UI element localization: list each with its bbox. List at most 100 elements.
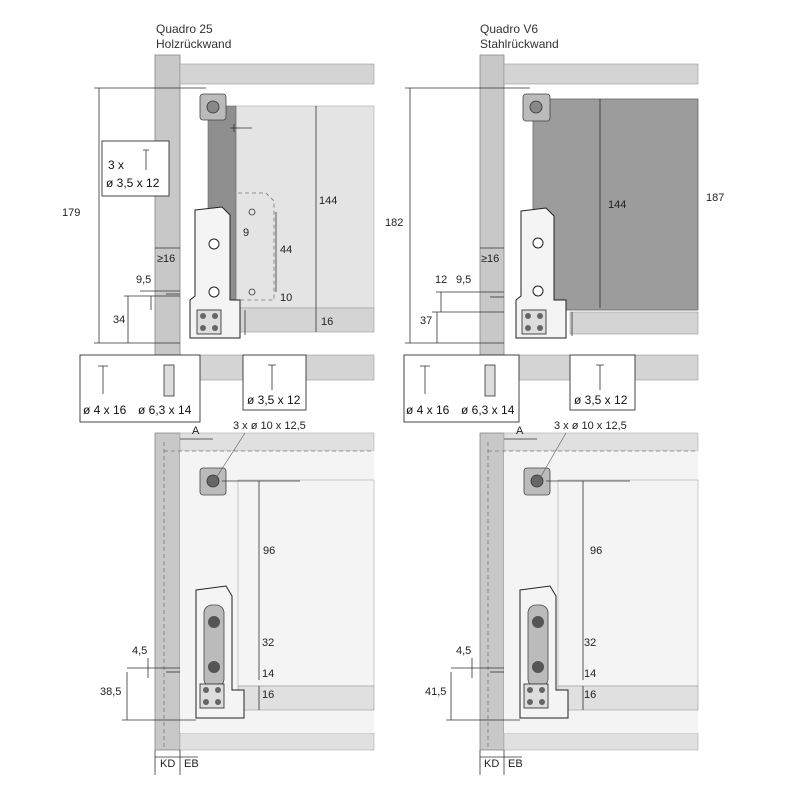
dim-9-5: 9,5 bbox=[456, 274, 471, 286]
dim-16: 16 bbox=[262, 689, 274, 701]
bottom-rail bbox=[179, 732, 375, 751]
dim-41-5-line bbox=[446, 672, 520, 721]
left-top-view: 179 144 9 44 10 16 34 9,5 ≥16 3 x ø 3,5 … bbox=[62, 54, 375, 423]
holes-leader bbox=[215, 432, 246, 479]
screw-4x16-label: ø 4 x 16 bbox=[83, 403, 127, 417]
dim-96: 96 bbox=[590, 545, 602, 557]
dim-kd-eb-line bbox=[154, 750, 198, 775]
screw-4x16-icon bbox=[98, 365, 108, 394]
dim-16: 16 bbox=[584, 689, 596, 701]
screw-box-big bbox=[79, 354, 201, 423]
dim-4-5-line bbox=[451, 658, 504, 678]
runner-hole-lower bbox=[208, 661, 220, 673]
holes-label: 3 x ø 10 x 12,5 bbox=[233, 420, 306, 432]
screw-6-3x14-label: ø 6,3 x 14 bbox=[461, 403, 515, 417]
runner-hole-lower bbox=[532, 285, 544, 297]
steel-back-panel bbox=[532, 98, 699, 311]
dim-ge16: ≥16 bbox=[157, 253, 175, 265]
screw-3-5x12-icon bbox=[596, 364, 604, 390]
screw-box-single bbox=[242, 354, 307, 411]
dim-eb: EB bbox=[508, 758, 523, 770]
holes-label: 3 x ø 10 x 12,5 bbox=[554, 420, 627, 432]
dim-144: 144 bbox=[608, 199, 626, 211]
title-right-model: Quadro V6 bbox=[480, 22, 538, 36]
screw-6-3x14-label: ø 6,3 x 14 bbox=[138, 403, 192, 417]
top-panel bbox=[179, 63, 375, 85]
screw-4x16-label: ø 4 x 16 bbox=[406, 403, 450, 417]
dim-34: 34 bbox=[113, 314, 125, 326]
dim-14: 14 bbox=[262, 668, 274, 680]
cabinet-side-wall bbox=[479, 432, 505, 751]
left-bottom-view: A 3 x ø 10 x 12,5 96 32 14 16 4,5 38,5 K… bbox=[100, 420, 375, 775]
dim-96: 96 bbox=[263, 545, 275, 557]
dim-182-line bbox=[405, 87, 530, 344]
dim-4-5: 4,5 bbox=[132, 645, 147, 657]
dim-96-line bbox=[546, 480, 630, 614]
drawer-bottom bbox=[235, 307, 375, 333]
right-bottom-view: A 3 x ø 10 x 12,5 96 32 14 16 4,5 41,5 K… bbox=[425, 420, 699, 775]
screw-box-single bbox=[569, 354, 636, 411]
dim-4-5-line bbox=[127, 658, 180, 678]
dim-A: A bbox=[516, 425, 524, 437]
dim-kd-eb-line bbox=[479, 750, 522, 775]
wood-screw-icon bbox=[230, 124, 252, 132]
dim-eb: EB bbox=[184, 758, 199, 770]
bottom-rail bbox=[503, 732, 699, 751]
screw-small-size: ø 3,5 x 12 bbox=[106, 176, 160, 190]
dim-38-5-line bbox=[122, 672, 196, 721]
runner-hole-upper bbox=[532, 616, 544, 628]
dim-kd: KD bbox=[484, 758, 499, 770]
drawer-bottom bbox=[569, 311, 699, 335]
screw-small-icon bbox=[143, 149, 149, 170]
runner-hole-upper bbox=[208, 238, 220, 250]
dim-12: 12 bbox=[435, 274, 447, 286]
drawer-runner-mechanism bbox=[515, 207, 567, 339]
drawer-bottom bbox=[237, 685, 375, 711]
inner-dashed-line bbox=[163, 442, 374, 750]
runner-hole-upper bbox=[532, 237, 544, 249]
inner-panel bbox=[557, 479, 699, 687]
dim-38-5: 38,5 bbox=[100, 686, 121, 698]
screw-3-5x12-icon bbox=[268, 364, 276, 390]
screw-small-qty: 3 x bbox=[108, 158, 124, 172]
dim-12-line bbox=[436, 291, 504, 312]
top-fitting-screw bbox=[206, 100, 220, 114]
cabinet-side-wall bbox=[154, 432, 181, 751]
drawer-runner-mechanism bbox=[189, 206, 241, 339]
dim-10: 10 bbox=[280, 292, 292, 304]
dim-A: A bbox=[192, 425, 200, 437]
dim-37-line bbox=[432, 311, 504, 343]
runner-hole-upper bbox=[208, 616, 220, 628]
right-top-view: 182 144 187 12 9,5 37 ≥16 ø 4 x 16 ø 6,3… bbox=[385, 54, 724, 423]
runner-roller-block bbox=[196, 309, 222, 335]
screw-box-small bbox=[101, 140, 170, 197]
top-rail bbox=[179, 432, 375, 452]
top-fitting-screw bbox=[529, 100, 543, 114]
title-left-backwall: Holzrückwand bbox=[156, 37, 231, 51]
runner-roller-block bbox=[521, 309, 547, 335]
dim-37: 37 bbox=[420, 315, 432, 327]
screw-6-3x14-icon bbox=[484, 364, 496, 397]
runner-hole-lower bbox=[208, 286, 220, 298]
dim-9-5: 9,5 bbox=[136, 274, 151, 286]
top-panel bbox=[503, 63, 699, 85]
dim-32: 32 bbox=[262, 637, 274, 649]
dim-179-line bbox=[94, 87, 206, 344]
screw-3-5x12-label: ø 3,5 x 12 bbox=[247, 393, 301, 407]
inner-dashed-line bbox=[487, 442, 698, 750]
dim-41-5: 41,5 bbox=[425, 686, 446, 698]
runner-roller-block bbox=[523, 683, 549, 709]
top-fitting-screw bbox=[530, 474, 544, 488]
dim-179: 179 bbox=[62, 207, 80, 219]
screw-6-3x14-icon bbox=[163, 364, 175, 397]
top-fitting-screw bbox=[206, 474, 220, 488]
dim-9: 9 bbox=[243, 227, 249, 239]
title-left-model: Quadro 25 bbox=[156, 22, 213, 36]
holes-leader bbox=[539, 432, 567, 479]
dim-kd: KD bbox=[160, 758, 175, 770]
dim-ge16: ≥16 bbox=[481, 253, 499, 265]
dim-34-line bbox=[124, 295, 180, 343]
inner-panel bbox=[237, 479, 375, 687]
title-right-backwall: Stahlrückwand bbox=[480, 37, 559, 51]
